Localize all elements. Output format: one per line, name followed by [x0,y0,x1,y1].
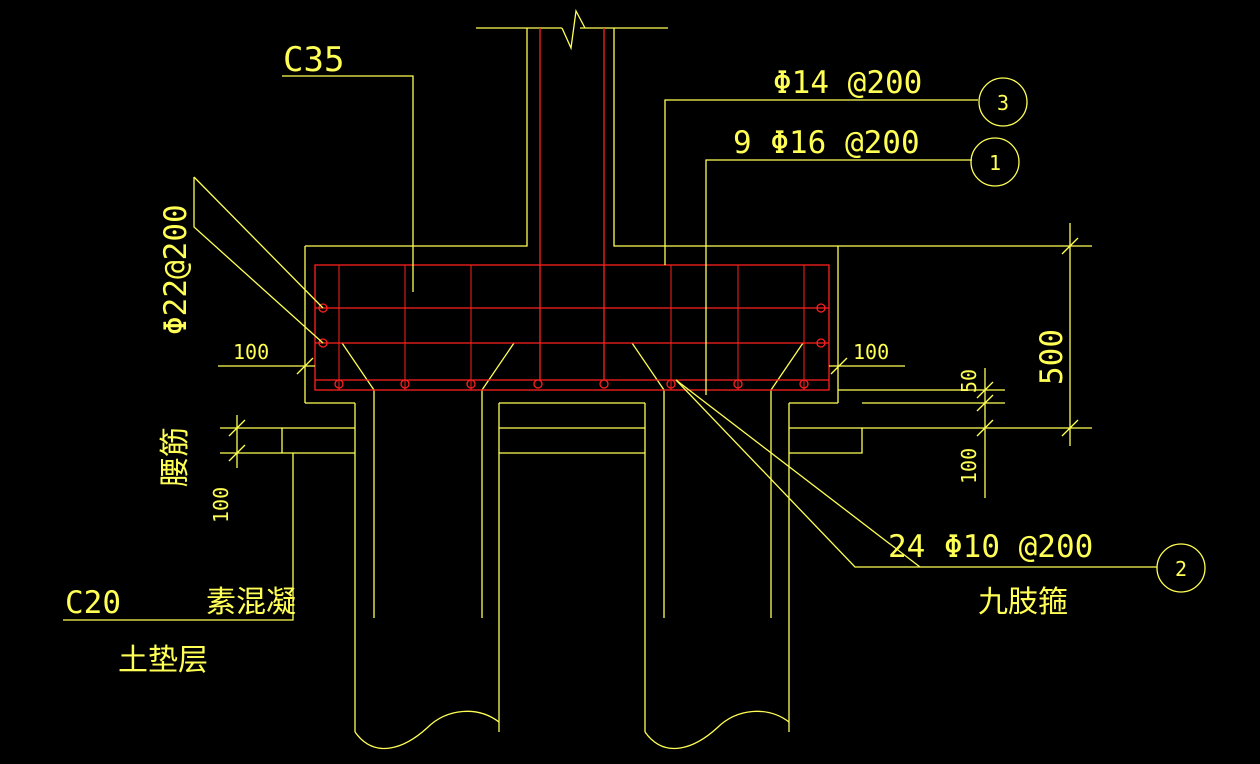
reinforcement-cage [314,28,830,391]
dim-right-cover: 100 [853,340,889,364]
break-symbol [561,8,586,51]
label-rebar-top: Φ14 @200 [773,65,922,101]
svg-text:3: 3 [997,91,1009,115]
label-c35: C35 [283,40,344,80]
rebar-dots [318,303,826,389]
label-cushion-1: 素混凝 [206,585,296,620]
callout-bubble-2: 2 [1156,543,1206,593]
pile-anchor-bars [341,342,804,391]
column [305,8,838,247]
label-c20: C20 [65,585,121,621]
leader-bubble-3 [664,99,978,265]
callout-bubble-1: 1 [970,137,1020,187]
labels: C35 Φ14 @200 9 Φ16 @200 24 Φ10 @200 九肢箍 … [65,40,1093,678]
label-rebar-bottom: 9 Φ16 @200 [733,125,920,161]
leader-bubble-1 [705,159,972,395]
pile-left [354,390,500,750]
label-stirrup-type: 九肢箍 [978,585,1068,620]
leader-side-bars [193,176,324,309]
callout-bubble-3: 3 [978,77,1028,127]
dim-cushion-right: 100 [957,448,981,484]
leader-bubble-2 [675,379,1157,568]
label-cushion-2: 土垫层 [118,643,208,678]
leader-lines [193,75,1157,568]
leader-c35 [282,75,414,292]
pile-cap-outline [304,246,839,404]
dimensions [218,223,1092,498]
dim-cushion-left: 100 [209,487,233,523]
svg-text:1: 1 [989,151,1001,175]
dim-pile-embed: 50 [957,369,981,393]
label-stirrups: 24 Φ10 @200 [888,529,1093,565]
svg-text:2: 2 [1175,557,1187,581]
label-waist-bars: 腰筋 [158,427,193,487]
cushion-layer [63,427,863,621]
dim-left-cover: 100 [233,340,269,364]
label-side-bars: Φ22@200 [158,204,194,335]
pile-right [644,390,790,750]
dim-cap-height: 500 [1034,329,1070,385]
